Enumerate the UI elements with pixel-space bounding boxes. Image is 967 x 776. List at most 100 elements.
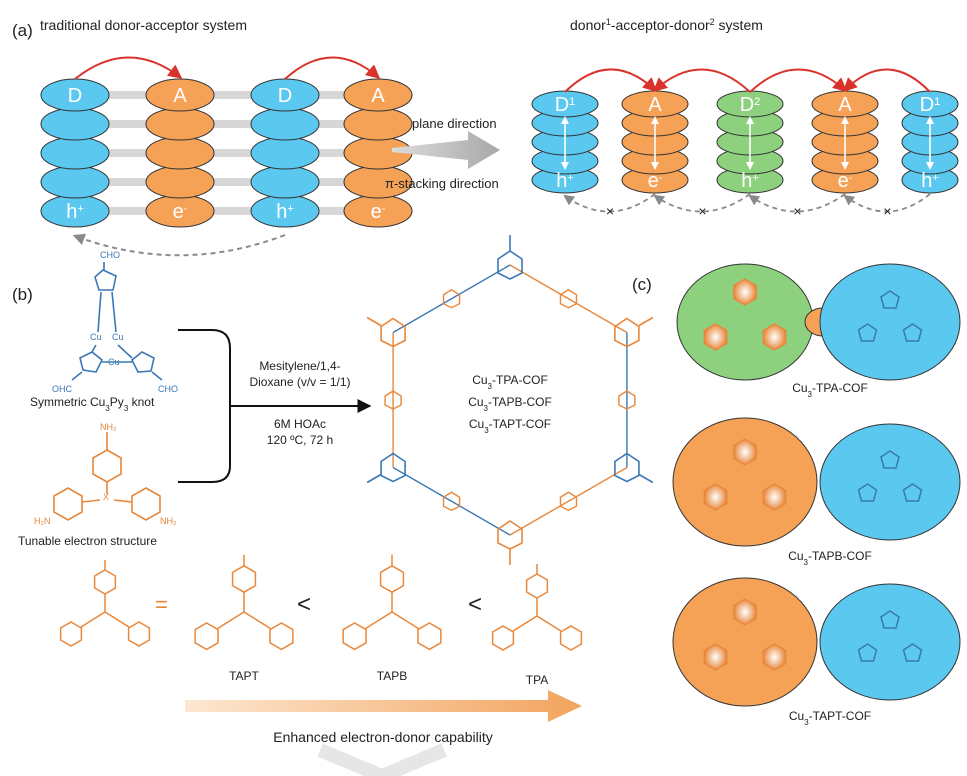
left-bottom-label: e- — [371, 201, 386, 223]
cof-branch — [638, 316, 654, 327]
left-disc — [343, 78, 413, 112]
cof-edge — [509, 264, 628, 334]
cho-label: CHO — [100, 250, 120, 260]
pyrazole-ring — [857, 323, 878, 342]
comparison-row — [59, 554, 583, 651]
left-layer-bar — [75, 91, 378, 99]
generic-amine — [59, 560, 151, 647]
x-label: X — [103, 492, 109, 502]
product-tapb: Cu3-TAPB-COF — [468, 395, 552, 413]
bond — [217, 611, 245, 630]
bond — [365, 611, 393, 630]
panel-c-caption-2: Cu3-TAPT-COF — [789, 709, 871, 727]
benzene-ring — [93, 569, 117, 595]
benzene-ring — [231, 564, 257, 594]
enhanced-arrow — [185, 690, 582, 722]
left-top-label: A — [371, 85, 385, 107]
pyrazole-ring — [857, 483, 878, 502]
amine-structure — [53, 432, 161, 521]
core-ring — [733, 278, 757, 306]
benzene-ring — [342, 622, 367, 651]
cof-node — [380, 317, 406, 348]
left-column-0: Dh+ — [40, 78, 110, 228]
right-top-label: D1 — [920, 94, 941, 116]
left-disc — [343, 107, 413, 141]
core-ring — [733, 598, 757, 626]
left-bottom-label: h+ — [66, 201, 84, 223]
right-title: donor1-acceptor-donor2 system — [570, 17, 763, 33]
condition-1: Mesitylene/1,4- — [259, 359, 340, 373]
tapb-structure — [342, 554, 442, 651]
pyrazole-ring — [880, 450, 900, 469]
pyrazole-ring — [880, 610, 900, 629]
condition-4: 120 ºC, 72 h — [267, 433, 333, 447]
cof-branch — [638, 473, 654, 484]
bond — [243, 611, 271, 630]
bond — [512, 615, 538, 632]
left-disc — [250, 136, 320, 170]
left-layer-bar — [75, 120, 378, 128]
benzene-ring — [269, 622, 294, 651]
tapt-structure — [194, 554, 294, 651]
direction-arrow — [392, 131, 500, 169]
left-disc — [40, 136, 110, 170]
left-disc — [40, 107, 110, 141]
left-layer-bar — [75, 207, 378, 215]
left-top-label: A — [173, 85, 187, 107]
right-column-0: D1h+ — [531, 90, 599, 194]
left-layer-bar — [75, 149, 378, 157]
core-ring — [762, 483, 787, 511]
cu-knot-ellipse — [819, 423, 961, 541]
left-column-2: Dh+ — [250, 78, 320, 228]
product-tapt: Cu3-TAPT-COF — [469, 417, 551, 435]
right-bottom-label: h+ — [921, 170, 939, 192]
cu-knot-ellipse — [819, 263, 961, 381]
left-disc — [250, 107, 320, 141]
left-disc — [40, 165, 110, 199]
left-column-3: Ae- — [343, 78, 413, 228]
amine-caption: Tunable electron structure — [18, 534, 157, 548]
panel-c-caption-0: Cu3-TPA-COF — [792, 381, 868, 399]
left-title: traditional donor-acceptor system — [40, 17, 247, 33]
right-blocked-arrow-0 — [563, 193, 656, 213]
bond — [536, 615, 562, 632]
nh2-label: NH₂ — [100, 422, 117, 432]
cof-edge — [392, 264, 511, 334]
pyrazole-ring — [857, 643, 878, 662]
cof-branch — [366, 316, 382, 327]
right-top-label: A — [648, 94, 662, 116]
bond — [80, 611, 106, 628]
compare-label-tapb: TAPB — [377, 669, 407, 683]
right-bottom-label: e- — [838, 170, 853, 192]
cho-label-2: CHO — [158, 384, 178, 394]
core-ring — [762, 643, 787, 671]
benzene-ring — [559, 625, 583, 651]
cof-linker-ring — [559, 288, 578, 309]
cof-node — [497, 250, 523, 280]
right-transfer-arrow-3 — [843, 68, 931, 93]
h2n-label: H₂N — [34, 516, 51, 526]
cof-linker-ring — [384, 390, 402, 410]
core-ring — [762, 323, 787, 351]
knot-caption: Symmetric Cu3Py3 knot — [30, 395, 155, 413]
left-column-1: Ae- — [145, 78, 215, 228]
cof-framework — [366, 235, 654, 565]
watermark-chevron — [317, 743, 447, 776]
right-blocked-arrow-2 — [748, 193, 846, 213]
panel-c-label: (c) — [632, 275, 652, 294]
right-blocked-arrow-3 — [843, 193, 931, 213]
ohc-label: OHC — [52, 384, 73, 394]
benzene-ring — [491, 625, 515, 651]
left-disc — [145, 165, 215, 199]
left-transfer-arrow-0 — [74, 56, 183, 80]
pyrazole-ring — [902, 483, 923, 502]
left-stack-system: Dh+ Ae- Dh+ Ae- — [40, 56, 413, 257]
right-transfer-arrow-2 — [749, 68, 848, 93]
panel-c-item-0: Cu3-TPA-COF — [676, 263, 961, 399]
blocked-cross-mark: × — [793, 203, 801, 219]
left-disc — [145, 78, 215, 112]
cu-label-3: Cu — [108, 357, 120, 367]
left-transfer-arrow-1 — [284, 56, 381, 80]
